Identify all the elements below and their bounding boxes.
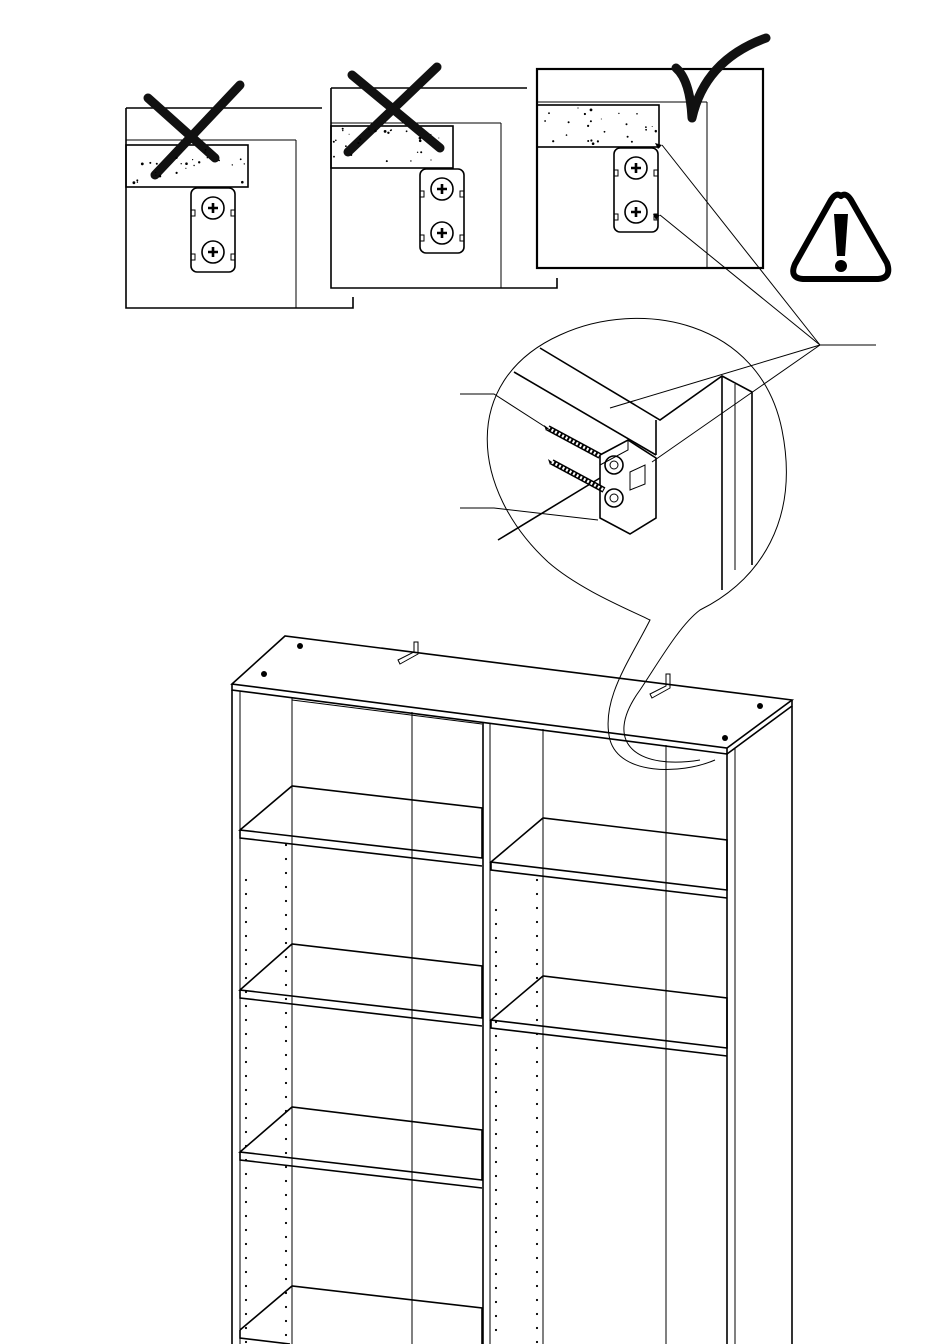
bookcase-frame — [232, 636, 792, 1344]
screw-leader — [460, 394, 550, 430]
cross-mark — [348, 67, 440, 152]
panel-incorrect-1 — [126, 85, 353, 308]
panel-incorrect-2 — [331, 67, 557, 288]
screw-icon — [544, 425, 600, 456]
cross-mark — [148, 85, 240, 175]
shelf — [240, 1286, 482, 1344]
wall-bracket-icon — [614, 148, 658, 232]
shelf — [240, 786, 482, 866]
check-mark — [676, 38, 766, 118]
wall-bracket-icon — [191, 188, 235, 272]
shelf — [491, 976, 727, 1056]
bracket-leader — [460, 508, 598, 520]
detail-magnifier — [460, 318, 786, 769]
warning-triangle-icon — [793, 195, 888, 279]
wall-bracket-icon — [600, 440, 656, 534]
top-panel-section — [126, 145, 248, 187]
wall-bracket-icon — [420, 169, 464, 253]
shelf — [240, 944, 482, 1026]
shelf-pin-holes — [245, 844, 538, 1343]
shelf — [240, 1107, 482, 1188]
wall-bracket-icon — [650, 674, 670, 698]
screw-icon — [548, 459, 604, 490]
shelf — [491, 818, 727, 898]
